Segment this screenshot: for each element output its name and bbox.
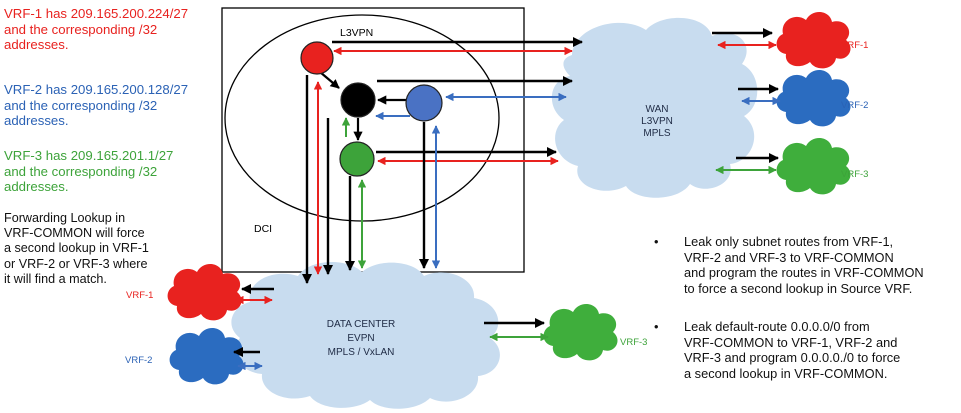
forwarding-note: Forwarding Lookup in VRF-COMMON will for…: [4, 211, 149, 287]
forwarding-note-line: a second lookup in VRF-1: [4, 241, 149, 256]
dc-cloud-label: DATA CENTER: [327, 319, 396, 330]
arrow-red-to-black: [319, 71, 340, 89]
bullet-dot: •: [654, 234, 659, 249]
bullet-dot: •: [654, 319, 659, 334]
wan-cloud-label: MPLS: [643, 128, 671, 139]
vrf1-note-line: addresses.: [4, 37, 69, 52]
vrf2-note: VRF-2 has 209.165.200.128/27 and the cor…: [4, 82, 188, 129]
bullet-line: VRF-2 and VRF-3 to VRF-COMMON: [684, 249, 894, 265]
bullet-line: to force a second lookup in Source VRF.: [684, 280, 913, 296]
wan-vrf2-label: VRF-2: [841, 100, 868, 111]
bullet-line: Leak default-route 0.0.0.0/0 from: [684, 319, 870, 334]
forwarding-note-line: or VRF-2 or VRF-3 where: [4, 256, 148, 271]
vrf1-note-line: VRF-1 has 209.165.200.224/27: [4, 6, 189, 21]
vrf1-node: [300, 41, 334, 75]
dci-label: DCI: [254, 223, 272, 235]
dc-vrf2-label: VRF-2: [125, 355, 152, 366]
vrf1-note-line: and the corresponding /32: [4, 21, 158, 37]
vrf1-dc-cloud: [167, 263, 242, 321]
vrf3-note: VRF-3 has 209.165.201.1/27 and the corre…: [4, 148, 173, 195]
bullet-line: Leak only subnet routes from VRF-1,: [684, 234, 894, 249]
vrf3-wan-cloud: [776, 137, 851, 195]
forwarding-note-line: it will find a match.: [4, 271, 107, 286]
bullet-line: a second lookup in VRF-COMMON.: [684, 365, 888, 381]
dc-vrf1-label: VRF-1: [126, 290, 153, 301]
vrf2-wan-cloud: [776, 69, 851, 127]
vrf3-node: [339, 141, 375, 177]
vrf3-note-line: addresses.: [4, 179, 69, 194]
wan-vrf1-label: VRF-1: [841, 40, 868, 51]
dc-cloud-label: MPLS / VxLAN: [328, 347, 395, 358]
dc-vrf3-label: VRF-3: [620, 337, 647, 348]
vrf2-node: [405, 84, 443, 122]
vrf3-dc-cloud: [543, 303, 618, 361]
wan-cloud: [551, 17, 758, 198]
vrf2-dc-cloud: [169, 327, 244, 385]
vrf1-wan-cloud: [776, 11, 851, 69]
l3vpn-label: L3VPN: [340, 27, 373, 39]
forwarding-note-line: Forwarding Lookup in: [4, 211, 126, 225]
bullet-line: VRF-COMMON to VRF-1, VRF-2 and: [684, 334, 898, 350]
wan-cloud-label: WAN: [646, 104, 669, 115]
forwarding-note-line: VRF-COMMON will force: [4, 226, 145, 241]
vrf3-note-line: and the corresponding /32: [4, 163, 158, 179]
dc-cloud-label: EVPN: [347, 333, 374, 344]
vrf-common-node: [340, 82, 376, 118]
vrf2-note-line: VRF-2 has 209.165.200.128/27: [4, 82, 189, 97]
vrf2-note-line: addresses.: [4, 113, 69, 128]
vrf3-note-line: VRF-3 has 209.165.201.1/27: [4, 148, 174, 163]
vrf2-note-line: and the corresponding /32: [4, 97, 158, 113]
wan-vrf3-label: VRF-3: [841, 169, 868, 180]
vrf1-note: VRF-1 has 209.165.200.224/27 and the cor…: [4, 6, 188, 53]
bullet-line: and program the routes in VRF-COMMON: [684, 265, 924, 281]
wan-cloud-label: L3VPN: [641, 116, 673, 127]
bullet-line: VRF-3 and program 0.0.0.0./0 to force: [684, 350, 901, 366]
data-center-cloud: [231, 261, 500, 409]
